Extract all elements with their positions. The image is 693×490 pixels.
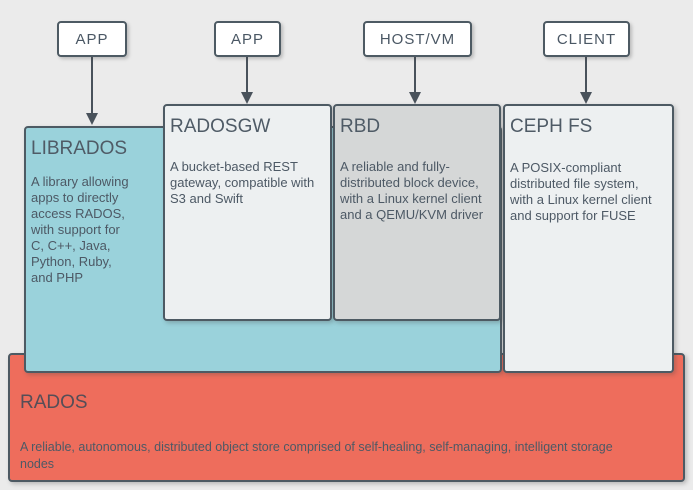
node-host-vm-label: HOST/VM — [379, 30, 456, 48]
node-app-1: APP — [57, 21, 127, 57]
layer-cephfs: CEPH FS A POSIX-compliant distributed fi… — [503, 104, 674, 373]
radosgw-title: RADOSGW — [170, 116, 271, 137]
layer-rbd: RBD A reliable and fully- distributed bl… — [333, 104, 501, 321]
node-app-2-label: APP — [230, 30, 264, 48]
arrow-down-icon — [86, 113, 98, 125]
node-client: CLIENT — [543, 21, 630, 57]
rados-title: RADOS — [20, 392, 88, 413]
arrow-down-icon — [580, 92, 592, 104]
node-client-label: CLIENT — [556, 30, 617, 48]
arrow-app1-to-librados-line — [91, 57, 93, 113]
node-app-2: APP — [214, 21, 281, 57]
librados-title: LIBRADOS — [31, 138, 128, 159]
node-app-1-label: APP — [75, 30, 109, 48]
cephfs-description: A POSIX-compliant distributed file syste… — [510, 160, 652, 223]
librados-description: A library allowing apps to directly acce… — [31, 174, 129, 285]
arrow-hostvm-to-rbd-line — [414, 57, 416, 92]
layer-rados: RADOS A reliable, autonomous, distribute… — [8, 353, 685, 482]
arrow-down-icon — [409, 92, 421, 104]
rbd-description: A reliable and fully- distributed block … — [340, 159, 484, 222]
rbd-title: RBD — [340, 116, 381, 137]
layer-radosgw: RADOSGW A bucket-based REST gateway, com… — [163, 104, 332, 321]
node-host-vm: HOST/VM — [363, 21, 472, 57]
radosgw-description: A bucket-based REST gateway, compatible … — [170, 159, 315, 206]
cephfs-title: CEPH FS — [510, 116, 593, 137]
rados-description: A reliable, autonomous, distributed obje… — [20, 440, 613, 471]
arrow-client-to-cephfs-line — [585, 57, 587, 92]
arrow-down-icon — [241, 92, 253, 104]
arrow-app2-to-radosgw-line — [246, 57, 248, 92]
